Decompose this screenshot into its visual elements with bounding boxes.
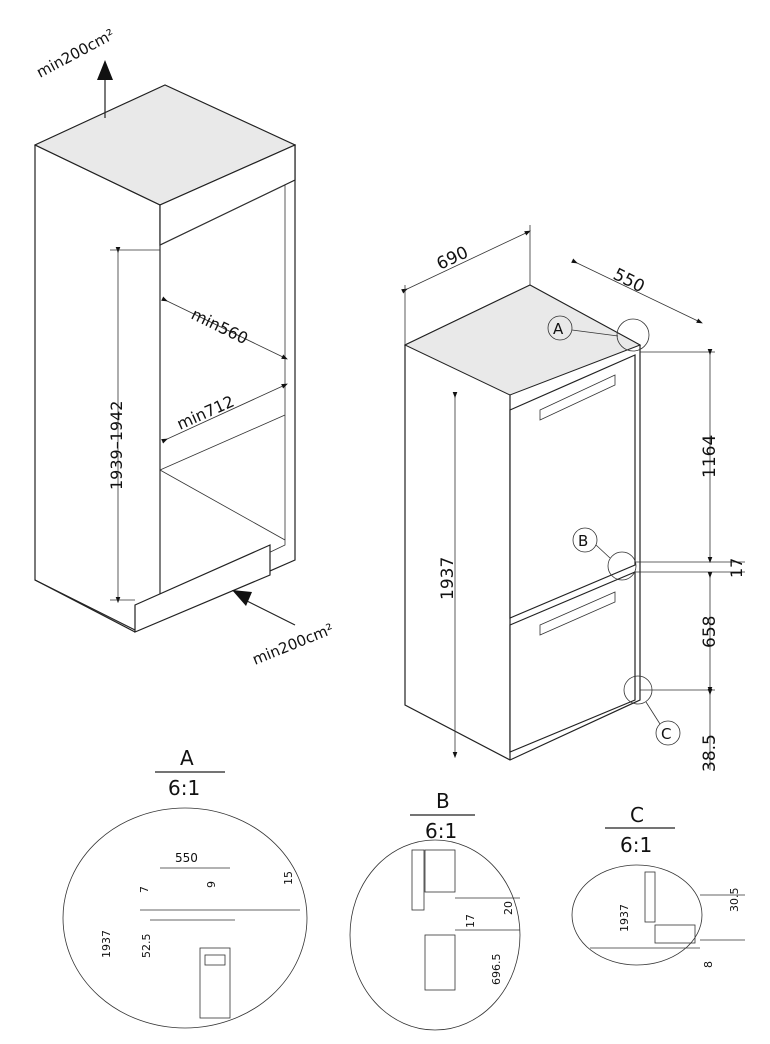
width-label: 690 <box>434 243 472 275</box>
callout-a: A <box>553 320 564 338</box>
detail-b-scale: 6:1 <box>425 819 457 843</box>
niche-drawing: min200cm² 1939–1942 min560 min712 min200… <box>33 25 336 668</box>
callout-c: C <box>661 725 671 743</box>
gap-label: 17 <box>727 558 746 578</box>
detail-a: A 6:1 550 7 9 15 1937 52.5 <box>62 746 308 1029</box>
detail-c-scale: 6:1 <box>620 833 652 857</box>
upper-label: 1164 <box>700 435 720 478</box>
height-label: 1937 <box>438 557 458 600</box>
detail-c-letter: C <box>630 803 644 827</box>
detail-a-550: 550 <box>175 851 198 865</box>
detail-c-30-5: 30.5 <box>728 888 741 913</box>
appliance-drawing: 690 550 1937 1164 17 658 38.5 A B C <box>401 225 746 772</box>
detail-b-17: 17 <box>464 914 477 928</box>
detail-b: B 6:1 20 17 696.5 <box>349 789 521 1031</box>
base-label: 38.5 <box>700 734 720 772</box>
detail-c-8: 8 <box>702 961 715 968</box>
vent-bottom-label: min200cm² <box>250 620 336 669</box>
detail-b-696-5: 696.5 <box>490 954 503 986</box>
detail-b-20: 20 <box>502 901 515 915</box>
detail-a-52-5: 52.5 <box>140 934 153 959</box>
detail-a-7: 7 <box>138 886 151 893</box>
detail-b-letter: B <box>436 789 450 813</box>
lower-label: 658 <box>700 616 720 648</box>
detail-a-scale: 6:1 <box>168 776 200 800</box>
detail-a-1937: 1937 <box>100 930 113 958</box>
detail-a-9: 9 <box>205 881 218 888</box>
detail-a-letter: A <box>180 746 194 770</box>
detail-c: C 6:1 1937 30.5 8 <box>571 803 745 968</box>
callout-b: B <box>578 532 588 550</box>
niche-height-label: 1939–1942 <box>107 401 126 490</box>
depth-label: 550 <box>610 265 648 298</box>
detail-a-15: 15 <box>282 871 295 885</box>
detail-c-1937: 1937 <box>618 904 631 932</box>
